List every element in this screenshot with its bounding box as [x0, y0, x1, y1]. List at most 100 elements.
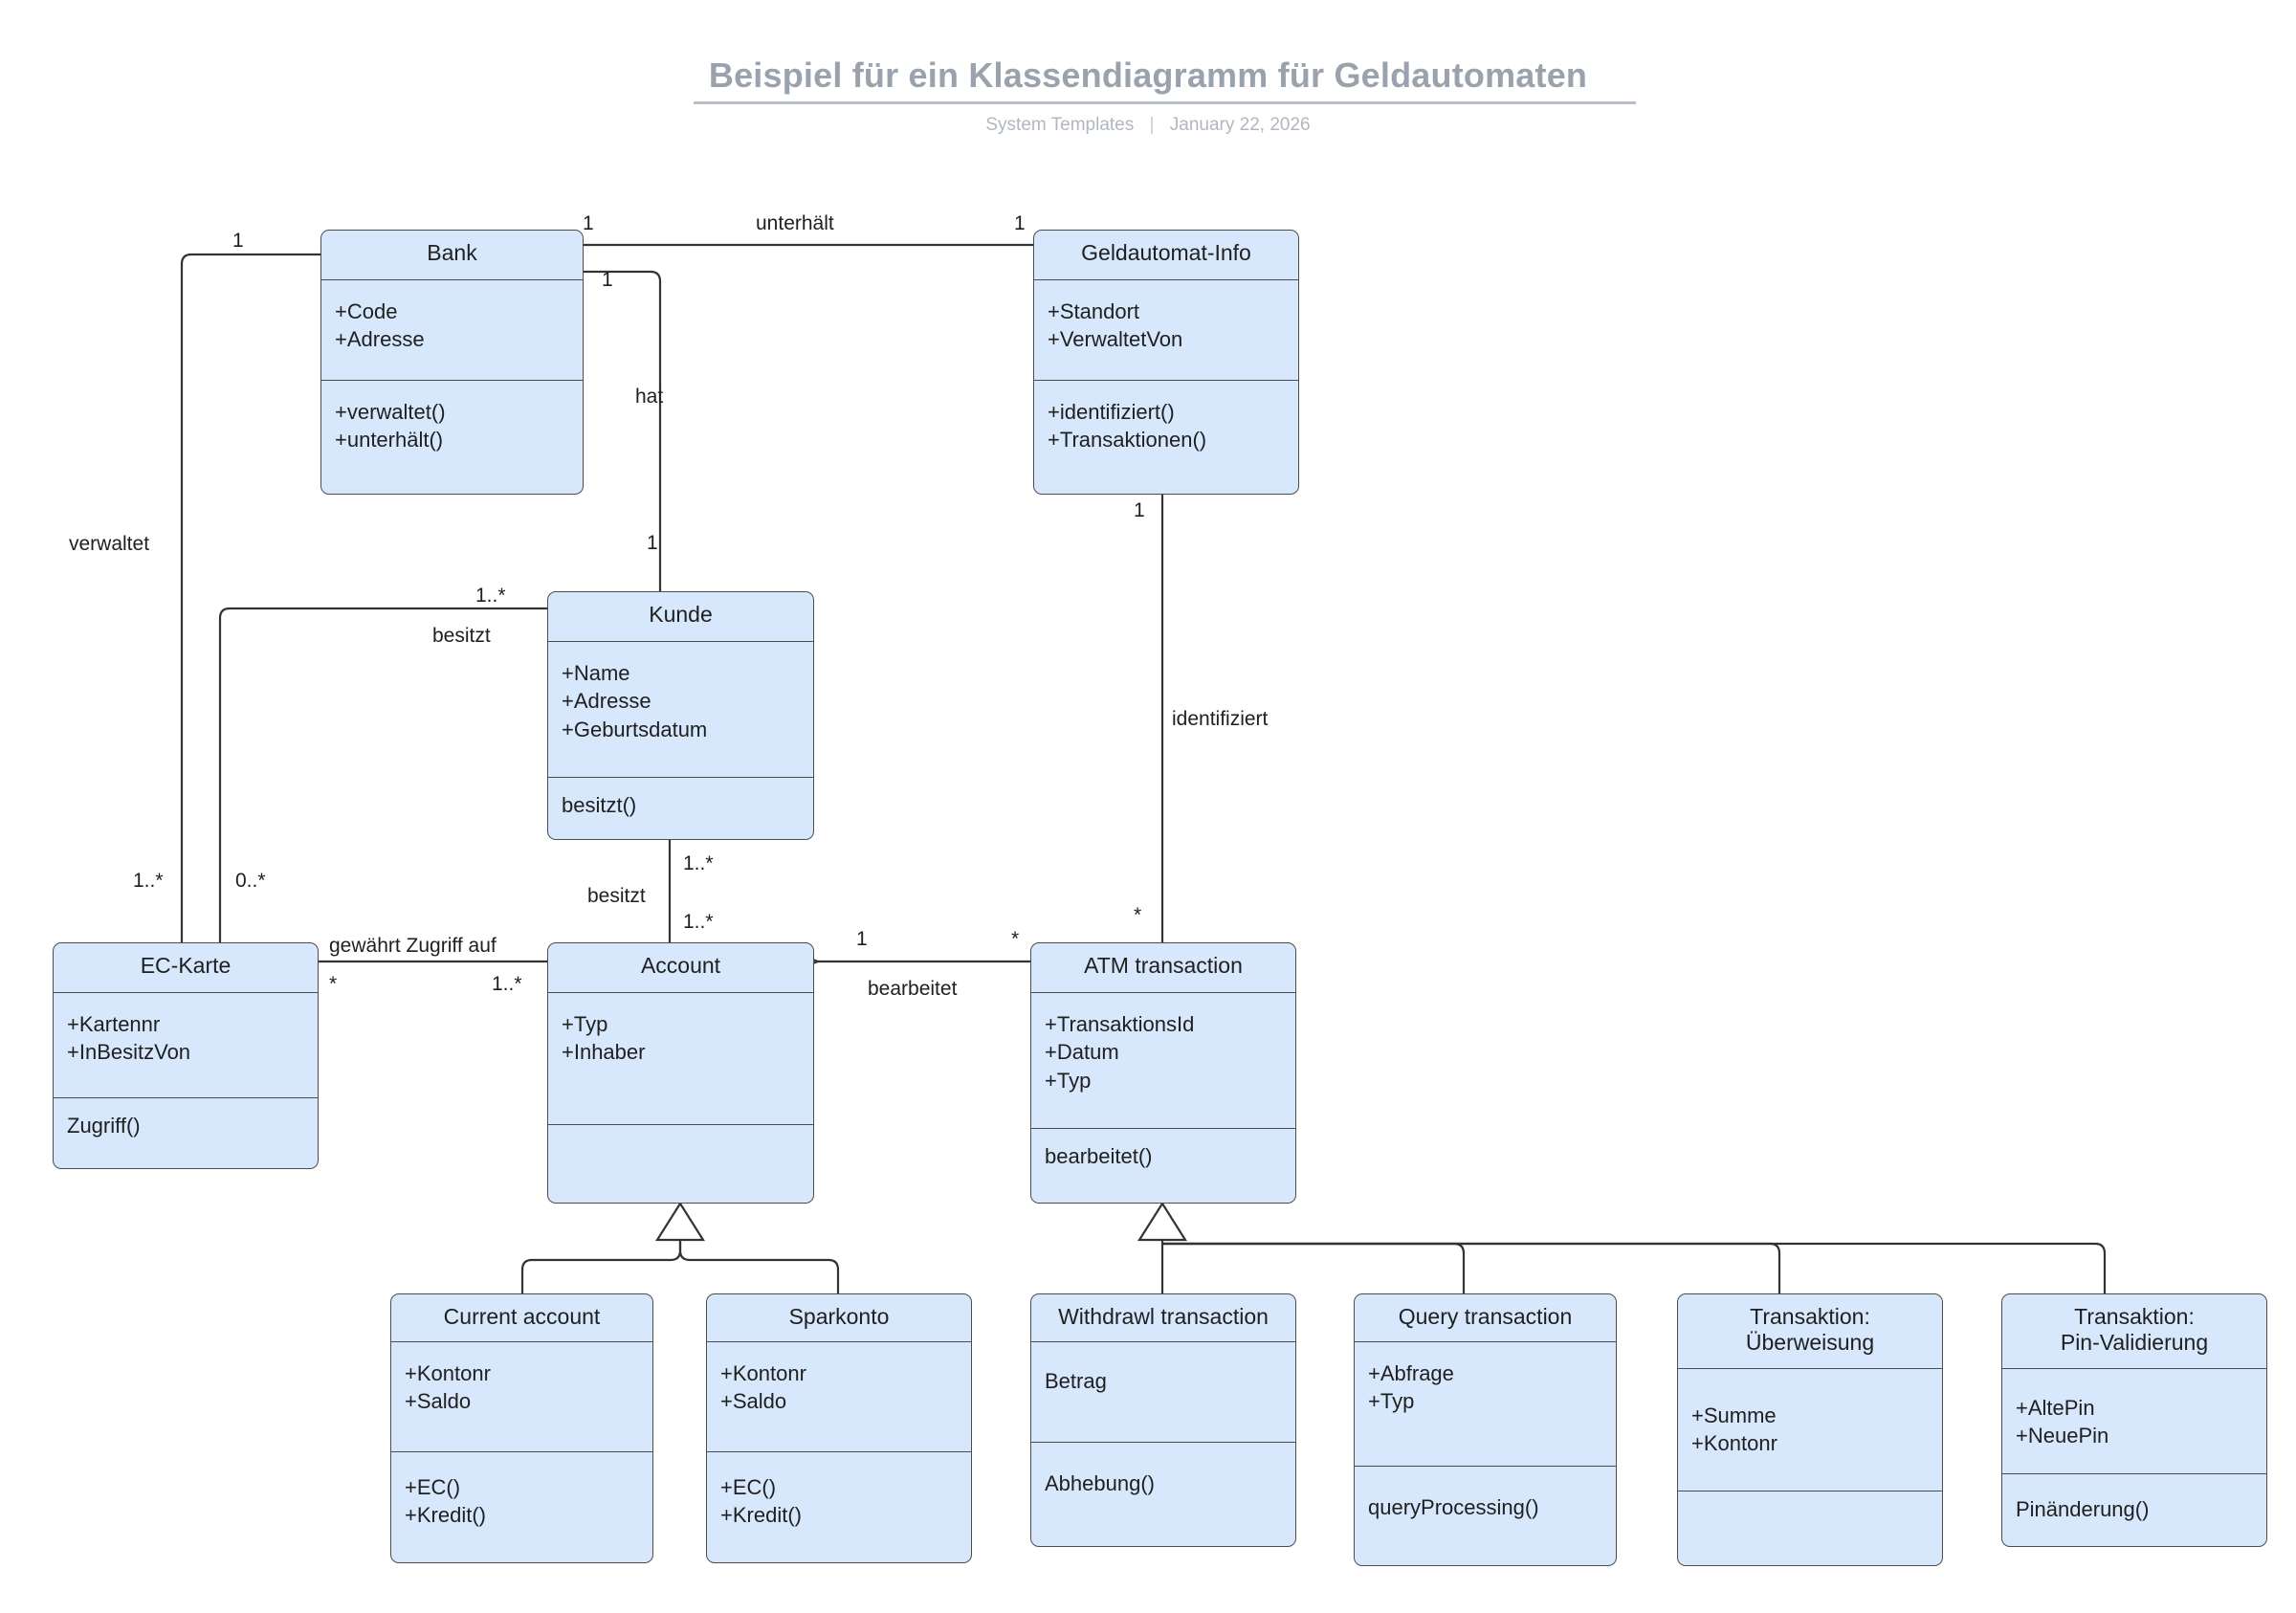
class-name-bank: Bank [321, 231, 583, 280]
attribute: +Adresse [335, 327, 425, 352]
attribute: +Typ [1045, 1068, 1092, 1093]
class-box-ec-karte[interactable]: EC-Karte +Kartennr +InBesitzVon Zugriff(… [53, 942, 319, 1169]
edge-label-bearbeitet: bearbeitet [868, 978, 958, 1000]
connector-verwaltet [180, 253, 320, 942]
multiplicity-besitzt-konto-from: 1..* [683, 852, 714, 874]
attribute: +Saldo [405, 1389, 472, 1414]
class-operations-sparkonto: +EC() +Kredit() [707, 1452, 971, 1543]
attribute: +Name [562, 661, 630, 685]
class-operations-withdrawl-transaction: Abhebung() [1031, 1443, 1295, 1511]
class-box-bank[interactable]: Bank +Code +Adresse +verwaltet() +unterh… [320, 230, 584, 495]
class-name-ec-karte: EC-Karte [54, 943, 318, 993]
operation: +verwaltet() [335, 400, 446, 424]
attribute: +Inhaber [562, 1040, 646, 1065]
class-name-withdrawl-transaction: Withdrawl transaction [1031, 1294, 1295, 1342]
attribute: +TransaktionsId [1045, 1012, 1195, 1036]
multiplicity-unterhaelt-from: 1 [583, 212, 594, 234]
class-name-account: Account [548, 943, 813, 993]
class-operations-transaktion-pin-validierung: Pinänderung() [2002, 1474, 2266, 1536]
multiplicity-bearbeitet-to: 1 [856, 928, 868, 950]
class-box-atm-transaction[interactable]: ATM transaction +TransaktionsId +Datum +… [1030, 942, 1296, 1204]
multiplicity-besitzt-konto-to: 1..* [683, 911, 714, 933]
attribute: +Standort [1048, 299, 1140, 323]
connector-gen-pin-validierung [1162, 1242, 2107, 1293]
class-box-geldautomat-info[interactable]: Geldautomat-Info +Standort +VerwaltetVon… [1033, 230, 1299, 495]
class-box-withdrawl-transaction[interactable]: Withdrawl transaction Betrag Abhebung() [1030, 1293, 1296, 1547]
connector-besitzt-karte [218, 607, 547, 942]
multiplicity-identifiziert-from: 1 [1134, 499, 1145, 521]
attribute: +AltePin [2016, 1396, 2095, 1420]
attribute: +NeuePin [2016, 1424, 2109, 1448]
class-name-kunde: Kunde [548, 592, 813, 642]
class-box-sparkonto[interactable]: Sparkonto +Kontonr +Saldo +EC() +Kredit(… [706, 1293, 972, 1563]
class-attributes-atm-transaction: +TransaktionsId +Datum +Typ [1031, 993, 1295, 1129]
class-box-kunde[interactable]: Kunde +Name +Adresse +Geburtsdatum besit… [547, 591, 814, 840]
class-attributes-ec-karte: +Kartennr +InBesitzVon [54, 993, 318, 1098]
multiplicity-gewaehrt-zugriff-from: * [329, 973, 338, 995]
edge-label-besitzt-karte: besitzt [432, 625, 491, 647]
attribute: +Kartennr [67, 1012, 161, 1036]
attribute: +Kontonr [720, 1361, 806, 1385]
attribute: +Typ [1368, 1389, 1415, 1414]
operation: +Kredit() [720, 1503, 802, 1528]
subtitle-date: January 22, 2026 [1169, 115, 1311, 135]
class-operations-ec-karte: Zugriff() [54, 1098, 318, 1153]
class-box-account[interactable]: Account +Typ +Inhaber [547, 942, 814, 1204]
generalization-triangle-account [655, 1201, 705, 1242]
class-name-transaktion-ueberweisung: Transaktion: Überweisung [1678, 1294, 1942, 1369]
class-operations-bank: +verwaltet() +unterhält() [321, 381, 583, 468]
class-operations-geldautomat-info: +identifiziert() +Transaktionen() [1034, 381, 1298, 468]
document-subtitle: System Templates | January 22, 2026 [0, 115, 2296, 136]
class-box-transaktion-pin-validierung[interactable]: Transaktion: Pin-Validierung +AltePin +N… [2001, 1293, 2267, 1547]
attribute: +Summe [1691, 1403, 1777, 1427]
operation: +EC() [405, 1475, 461, 1499]
document-header: Beispiel für ein Klassendiagramm für Gel… [0, 0, 2296, 163]
class-attributes-current-account: +Kontonr +Saldo [391, 1342, 652, 1452]
attribute: +Datum [1045, 1040, 1119, 1065]
class-name-transaktion-pin-validierung: Transaktion: Pin-Validierung [2002, 1294, 2266, 1369]
class-operations-transaktion-ueberweisung [1678, 1491, 1942, 1522]
attribute: +Geburtsdatum [562, 717, 708, 741]
operation: +unterhält() [335, 428, 444, 453]
edge-label-unterhaelt: unterhält [756, 212, 834, 234]
connector-hat [584, 270, 662, 591]
operation: Zugriff() [67, 1114, 141, 1138]
multiplicity-besitzt-karte-to: 0..* [235, 870, 266, 892]
operation: +Kredit() [405, 1503, 486, 1528]
connector-gen-ueberweisung [1162, 1242, 1781, 1293]
page-title: Beispiel für ein Klassendiagramm für Gel… [708, 55, 1588, 95]
multiplicity-besitzt-karte-from: 1..* [475, 585, 506, 607]
attribute: +Adresse [562, 689, 651, 714]
edge-label-gewaehrt-zugriff: gewährt Zugriff auf [329, 935, 497, 957]
class-attributes-query-transaction: +Abfrage +Typ [1355, 1342, 1616, 1467]
operation: +identifiziert() [1048, 400, 1175, 424]
multiplicity-bearbeitet-from: * [1011, 928, 1020, 950]
class-box-current-account[interactable]: Current account +Kontonr +Saldo +EC() +K… [390, 1293, 653, 1563]
operation: +Transaktionen() [1048, 428, 1207, 453]
class-name-geldautomat-info: Geldautomat-Info [1034, 231, 1298, 280]
class-box-query-transaction[interactable]: Query transaction +Abfrage +Typ queryPro… [1354, 1293, 1617, 1566]
class-attributes-bank: +Code +Adresse [321, 280, 583, 381]
attribute: +VerwaltetVon [1048, 327, 1183, 352]
multiplicity-unterhaelt-to: 1 [1014, 212, 1026, 234]
class-attributes-transaktion-pin-validierung: +AltePin +NeuePin [2002, 1369, 2266, 1474]
class-name-current-account: Current account [391, 1294, 652, 1342]
class-attributes-sparkonto: +Kontonr +Saldo [707, 1342, 971, 1452]
edge-label-besitzt-konto: besitzt [587, 885, 646, 907]
connector-gen-sparkonto [678, 1236, 840, 1293]
edge-label-identifiziert: identifiziert [1172, 708, 1269, 730]
multiplicity-hat-from: 1 [602, 269, 613, 291]
class-operations-current-account: +EC() +Kredit() [391, 1452, 652, 1543]
attribute: +Kontonr [1691, 1431, 1777, 1456]
title-divider [694, 101, 1636, 104]
attribute: +Saldo [720, 1389, 787, 1414]
class-name-atm-transaction: ATM transaction [1031, 943, 1295, 993]
connector-gen-query [1162, 1242, 1466, 1293]
class-operations-query-transaction: queryProcessing() [1355, 1467, 1616, 1535]
class-attributes-account: +Typ +Inhaber [548, 993, 813, 1125]
attribute: +InBesitzVon [67, 1040, 191, 1065]
class-name-query-transaction: Query transaction [1355, 1294, 1616, 1342]
class-name-sparkonto: Sparkonto [707, 1294, 971, 1342]
edge-label-verwaltet: verwaltet [69, 533, 150, 555]
class-box-transaktion-ueberweisung[interactable]: Transaktion: Überweisung +Summe +Kontonr [1677, 1293, 1943, 1566]
